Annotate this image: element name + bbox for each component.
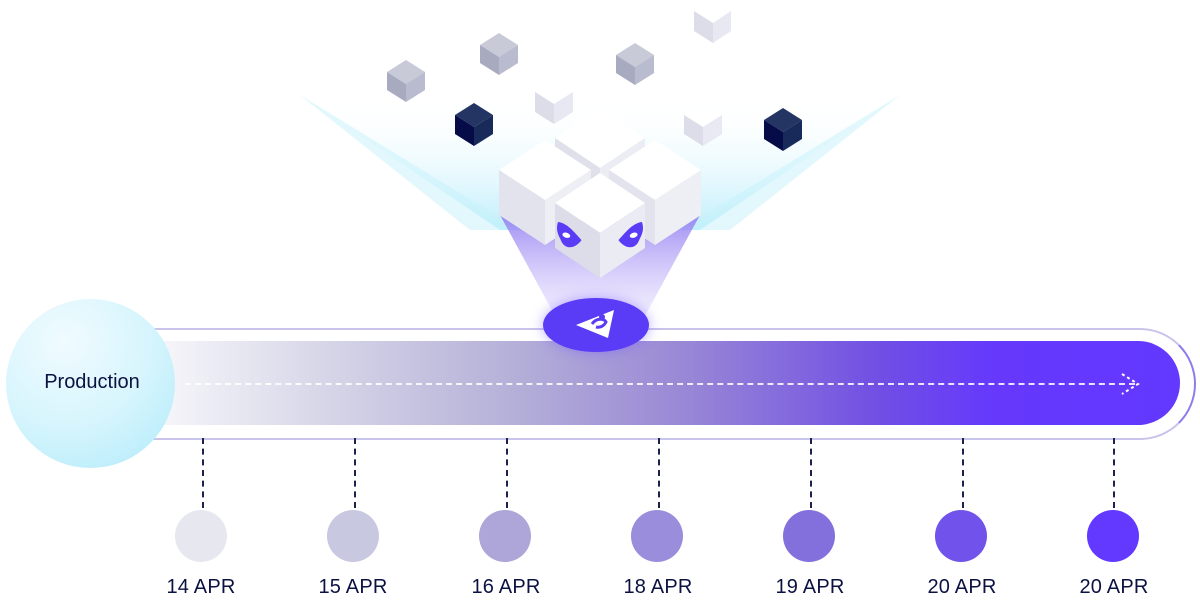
light-cube-open <box>694 11 731 43</box>
milestone-connector <box>354 438 356 508</box>
milestone-connector <box>658 438 660 508</box>
milestone-dot <box>783 510 835 562</box>
milestone-date: 20 APR <box>1079 576 1149 598</box>
milestone-date: 15 APR <box>318 576 388 598</box>
milestone-date: 18 APR <box>623 576 693 598</box>
milestone-date: 20 APR <box>927 576 997 598</box>
production-label: Production <box>44 371 140 393</box>
light-cube <box>684 103 722 146</box>
dark-cube <box>764 108 802 151</box>
production-node <box>6 299 175 468</box>
masquerade-mask-icon <box>557 222 582 248</box>
grey-cube <box>616 43 654 85</box>
milestone-connector <box>962 438 964 508</box>
cube-illustration <box>300 11 900 325</box>
masquerade-mask-icon <box>618 222 643 248</box>
grey-cube <box>387 60 425 102</box>
milestone-dot <box>631 510 683 562</box>
milestone-connector <box>810 438 812 508</box>
dashed-flow-line <box>185 383 1135 385</box>
milestone-date: 16 APR <box>471 576 541 598</box>
dashed-arrow-right-icon <box>1121 373 1140 395</box>
milestone-connector <box>202 438 204 508</box>
milestone-dot <box>479 510 531 562</box>
dark-cube <box>455 103 493 146</box>
milestone-dot <box>1087 510 1139 562</box>
milestone-dot <box>175 510 227 562</box>
milestone-connector <box>1113 438 1115 508</box>
milestone-dot <box>935 510 987 562</box>
grey-cube <box>480 33 518 75</box>
milestone-date: 14 APR <box>166 576 236 598</box>
light-cube-open <box>535 92 573 124</box>
logo-badge <box>543 298 649 352</box>
triangle-swirl-logo-icon <box>576 310 614 338</box>
milestone-connector <box>506 438 508 508</box>
milestone-date: 19 APR <box>775 576 845 598</box>
milestone-dot <box>327 510 379 562</box>
